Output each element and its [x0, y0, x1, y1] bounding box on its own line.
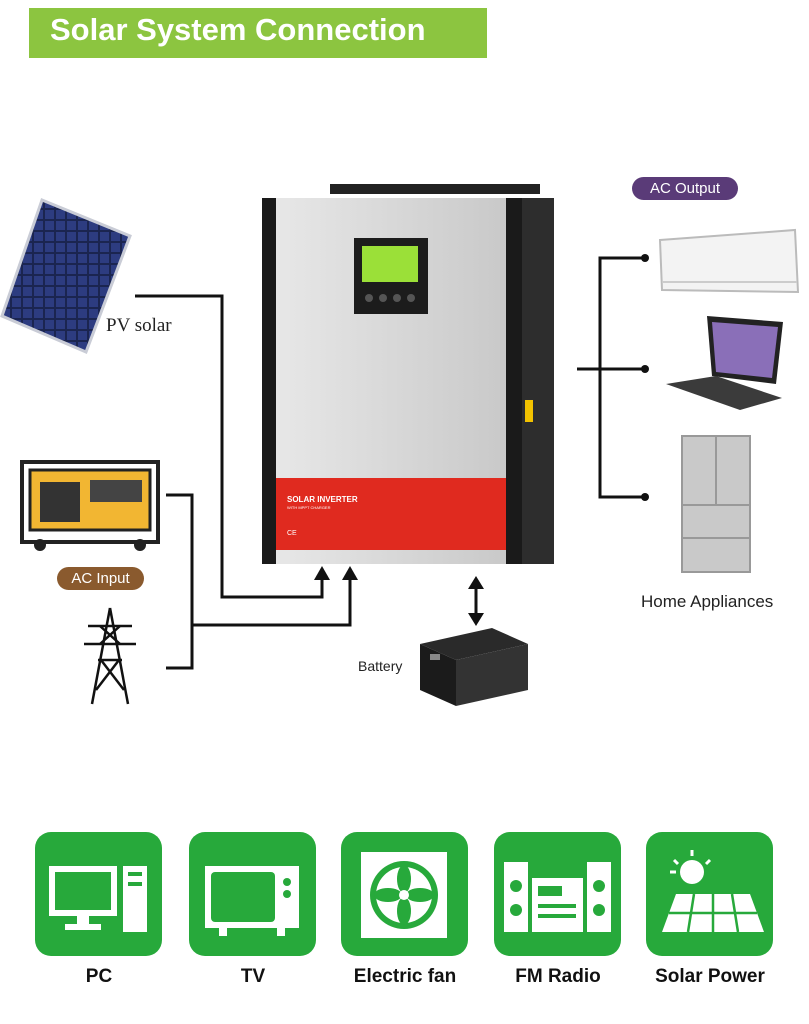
radio-icon: [504, 862, 611, 932]
title-banner: [29, 8, 487, 58]
tile-pc: [35, 832, 162, 956]
fan-icon: [361, 852, 447, 938]
tile-fm-radio: [494, 832, 621, 956]
ac-input-arrow: [342, 566, 358, 580]
ac-input-wire: [192, 578, 352, 627]
air-conditioner-image: [658, 228, 800, 294]
page-title: Solar System Connection: [50, 12, 426, 47]
tile-label-fm-radio: FM Radio: [515, 966, 601, 987]
arrowheads: [314, 254, 649, 626]
refrigerator-image: [681, 435, 751, 573]
battery-label: Battery: [358, 658, 403, 674]
tile-label-solar-power: Solar Power: [655, 966, 765, 987]
ac-output-bus: [598, 256, 642, 499]
tile-label-tv: TV: [240, 966, 266, 987]
computer-icon: [49, 866, 147, 932]
tile-tv: [189, 832, 316, 956]
power-tower-image: [84, 607, 136, 705]
ac-input-badge: AC Input: [57, 567, 144, 590]
solar-power-icon: [662, 850, 764, 933]
home-appliances-label: Home Appliances: [641, 592, 774, 611]
pv-wire: [135, 294, 324, 599]
inverter-ce-mark: CE: [287, 530, 297, 537]
inverter-brand-text: SOLAR INVERTER: [287, 495, 358, 504]
solar-panel-image: [0, 198, 132, 354]
pv-solar-label: PV solar: [106, 315, 172, 336]
tv-icon: [205, 866, 299, 936]
laptop-image: [666, 316, 783, 410]
tile-label-pc: PC: [85, 966, 113, 987]
tile-electric-fan: [341, 832, 468, 956]
solar-inverter-image: [262, 184, 554, 564]
battery-arrow-down: [468, 613, 484, 626]
generator-image: [20, 460, 160, 551]
ac-output-badge: AC Output: [632, 177, 738, 200]
tile-solar-power: [646, 832, 773, 956]
ac-input-bracket: [166, 493, 194, 670]
inverter-sub-text: WITH MPPT CHARGER: [287, 505, 331, 510]
battery-arrow-up: [468, 576, 484, 589]
tile-label-electric-fan: Electric fan: [353, 966, 457, 987]
wires: [135, 256, 642, 670]
pv-arrow: [314, 566, 330, 580]
battery-image: [420, 628, 528, 706]
